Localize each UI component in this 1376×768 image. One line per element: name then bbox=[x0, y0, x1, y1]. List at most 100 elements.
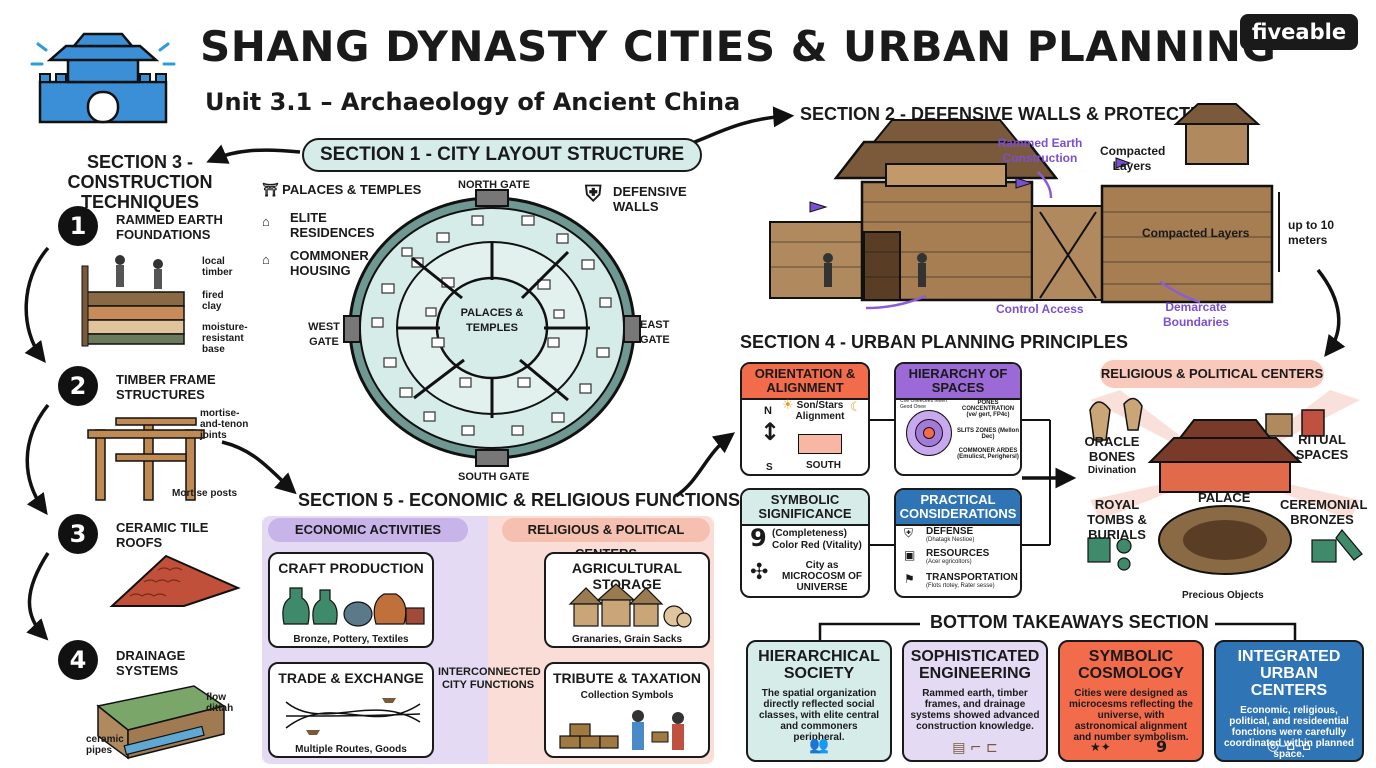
interconnected-label: INTERCONNECTED CITY FUNCTIONS bbox=[438, 666, 541, 691]
brand-badge[interactable]: fiveable bbox=[1240, 14, 1358, 50]
royal-tombs-label: ROYAL TOMBS & BURIALS bbox=[1087, 497, 1147, 542]
compass-arrow-icon: ↕ bbox=[760, 418, 781, 446]
pottery-icon bbox=[280, 580, 426, 632]
ceramic-roof-illustration bbox=[104, 548, 244, 610]
takeaway-engineering-body: Rammed earth, timber frames, and drainag… bbox=[910, 688, 1040, 732]
symbolic-box: SYMBOLIC SIGNIFICANCE 9 (Completeness) C… bbox=[740, 488, 870, 598]
craft-production-title: CRAFT PRODUCTION bbox=[278, 560, 424, 576]
symbolic-line-3: City as MICROCOSM OF UNIVERSE bbox=[782, 560, 862, 593]
header-logo-icon bbox=[28, 30, 178, 125]
step-3-title: CERAMIC TILE ROOFS bbox=[116, 520, 209, 550]
timber-frame-illustration bbox=[86, 410, 206, 505]
trade-routes-icon bbox=[282, 692, 426, 742]
compass-cross-icon: ✣ bbox=[750, 560, 769, 585]
orientation-box: ORIENTATION & ALIGNMENT N ↕ S Son/Stars … bbox=[740, 362, 870, 476]
step-1-badge: 1 bbox=[58, 206, 98, 246]
agricultural-storage-panel: AGRICULTURAL STORAGE Granaries, Grain Sa… bbox=[544, 552, 710, 648]
takeaway-integrated-body: Economic, religious, political, and resi… bbox=[1224, 705, 1354, 760]
coin-temple-house-icon: ◎–⌂–⌂ bbox=[1267, 738, 1311, 754]
tribute-taxation-panel: TRIBUTE & TAXATION Collection Symbols bbox=[544, 662, 710, 758]
step-4-badge: 4 bbox=[58, 640, 98, 680]
ceremonial-bronzes-label: CEREMONIAL BRONZES bbox=[1280, 497, 1368, 527]
palace-legend-icon: ⛩ bbox=[262, 182, 279, 197]
south-label: SOUTH bbox=[806, 460, 841, 471]
tribute-taxation-caption: Collection Symbols bbox=[580, 690, 674, 701]
practical-box: PRACTICAL CONSIDERATIONS ⛨ DEFENSE (Dhat… bbox=[894, 488, 1022, 598]
height-dimension-line bbox=[1278, 192, 1280, 272]
section4-heading: SECTION 4 - URBAN PLANNING PRINCIPLES bbox=[740, 332, 1129, 352]
south-marker: S bbox=[766, 462, 773, 473]
shield-icon: ⛨ bbox=[585, 181, 602, 206]
practical-transport: TRANSPORTATION bbox=[926, 572, 1018, 583]
divination-label: Divination bbox=[1087, 465, 1137, 476]
north-marker: N bbox=[764, 405, 772, 417]
trade-exchange-title: TRADE & EXCHANGE bbox=[278, 670, 424, 686]
sun-stars-label: Son/Stars Alignment bbox=[795, 400, 845, 422]
tribute-taxation-title: TRIBUTE & TAXATION bbox=[552, 670, 702, 686]
legend-elite: ELITE RESIDENCES bbox=[290, 210, 375, 240]
religious-illustration bbox=[1080, 390, 1370, 590]
step-2-title: TIMBER FRAME STRUCTURES bbox=[116, 372, 216, 402]
stars-icon: ★✦ bbox=[1090, 740, 1111, 754]
page-subtitle: Unit 3.1 – Archaeology of Ancient China bbox=[205, 88, 741, 116]
takeaway-cosmology-body: Cities were designed as microcesms refle… bbox=[1069, 688, 1193, 743]
east-gate-label: EAST GATE bbox=[640, 319, 670, 346]
defense-icon: ⛨ bbox=[904, 526, 914, 540]
takeaway-hierarchical-title: HIERARCHICAL SOCIETY bbox=[758, 648, 880, 682]
takeaway-card-hierarchical: HIERARCHICAL SOCIETY The spatial organiz… bbox=[746, 640, 892, 762]
practical-resources-note: (Acer egricoltors) bbox=[926, 559, 972, 565]
religious-col-heading: RELIGIOUS & POLITICAL CENTERS bbox=[502, 518, 710, 561]
hierarchy-note: Cne Olfeecees reflert Geod Onee bbox=[900, 398, 948, 410]
oracle-bones-label: ORACLE BONES bbox=[1084, 434, 1140, 464]
defensive-wall-illustration bbox=[766, 102, 1276, 312]
rammed-earth-illustration bbox=[70, 252, 200, 347]
step-1-title: RAMMED EARTH FOUNDATIONS bbox=[116, 212, 223, 242]
step-1-note-base: moisture-resistant base bbox=[202, 322, 248, 355]
south-gate-label: SOUTH GATE bbox=[458, 471, 530, 483]
hierarchy-box: HIERARCHY OF SPACES Cne Olfeecees refler… bbox=[894, 362, 1022, 476]
granary-icon bbox=[568, 582, 692, 632]
symbolic-title: SYMBOLIC SIGNIFICANCE bbox=[742, 490, 868, 526]
practical-defense: DEFENSE bbox=[926, 526, 974, 537]
ritual-spaces-label: RITUAL SPACES bbox=[1295, 432, 1349, 462]
trade-exchange-panel: TRADE & EXCHANGE Multiple Routes, Goods bbox=[268, 662, 434, 758]
step-2-note-posts: Mortise posts bbox=[172, 488, 238, 499]
city-layout-diagram bbox=[342, 188, 642, 468]
symbolic-line-1: (Completeness) bbox=[772, 528, 848, 539]
sun-icon: ☀ bbox=[782, 398, 794, 413]
hierarchy-title: HIERARCHY OF SPACES bbox=[896, 364, 1020, 400]
house-legend-icon: ⌂ bbox=[262, 214, 270, 229]
takeaway-hierarchical-body: The spatial organization directly reflec… bbox=[758, 688, 880, 743]
trade-exchange-caption: Multiple Routes, Goods bbox=[295, 744, 407, 755]
practical-transport-note: (Flots rtotey, Rater sesse) bbox=[926, 583, 995, 589]
drainage-illustration bbox=[94, 676, 228, 760]
compacted-mid-label: Compacted Layers bbox=[1142, 226, 1250, 240]
takeaway-integrated-title: INTEGRATED URBAN CENTERS bbox=[1237, 648, 1341, 699]
takeaway-card-integrated: INTEGRATED URBAN CENTERS Economic, relig… bbox=[1214, 640, 1364, 762]
page-title: SHANG DYNASTY CITIES & URBAN PLANNING bbox=[200, 22, 1277, 71]
takeaway-cosmology-title: SYMBOLIC COSMOLOGY bbox=[1078, 648, 1184, 682]
takeaway-engineering-title: SOPHISTICATED ENGINEERING bbox=[910, 648, 1040, 682]
step-2-note-joints: mortise-and-tenon joints bbox=[200, 408, 249, 441]
legend-commoner: COMMONER HOUSING bbox=[290, 248, 369, 278]
compacted-top-label: Compacted Layers bbox=[1100, 144, 1166, 173]
hierarchy-ring-3: COMMONER ARDES (Emulicst, Perighersl) bbox=[957, 448, 1019, 460]
tribute-icon bbox=[558, 706, 702, 760]
palace-label: PALACE bbox=[1198, 490, 1251, 505]
precious-objects-label: Precious Objects bbox=[1182, 590, 1264, 601]
step-1-note-timber: local timber bbox=[202, 256, 233, 278]
brand-name: fiveable bbox=[1251, 20, 1347, 44]
moon-icon: ☾ bbox=[850, 400, 862, 415]
demarcate-label: Demarcate Boundaries bbox=[1162, 300, 1229, 329]
takeaways-heading: BOTTOM TAKEAWAYS SECTION bbox=[930, 612, 1209, 632]
number-nine: 9 bbox=[750, 524, 767, 552]
temple-icon bbox=[798, 434, 842, 454]
resources-icon: ▣ bbox=[904, 548, 916, 562]
religious-heading: RELIGIOUS & POLITICAL CENTERS bbox=[1100, 360, 1324, 388]
north-gate-label: NORTH GATE bbox=[458, 179, 530, 191]
step-4-title: DRAINAGE SYSTEMS bbox=[116, 648, 186, 678]
symbolic-line-2: Color Red (Vitality) bbox=[772, 540, 862, 551]
step-4-note-pipes: ceramic pipes bbox=[86, 734, 124, 756]
control-access-label: Control Access bbox=[996, 302, 1084, 316]
hierarchy-ring-2: SLITS ZONES (Mellon Dec) bbox=[956, 428, 1019, 440]
